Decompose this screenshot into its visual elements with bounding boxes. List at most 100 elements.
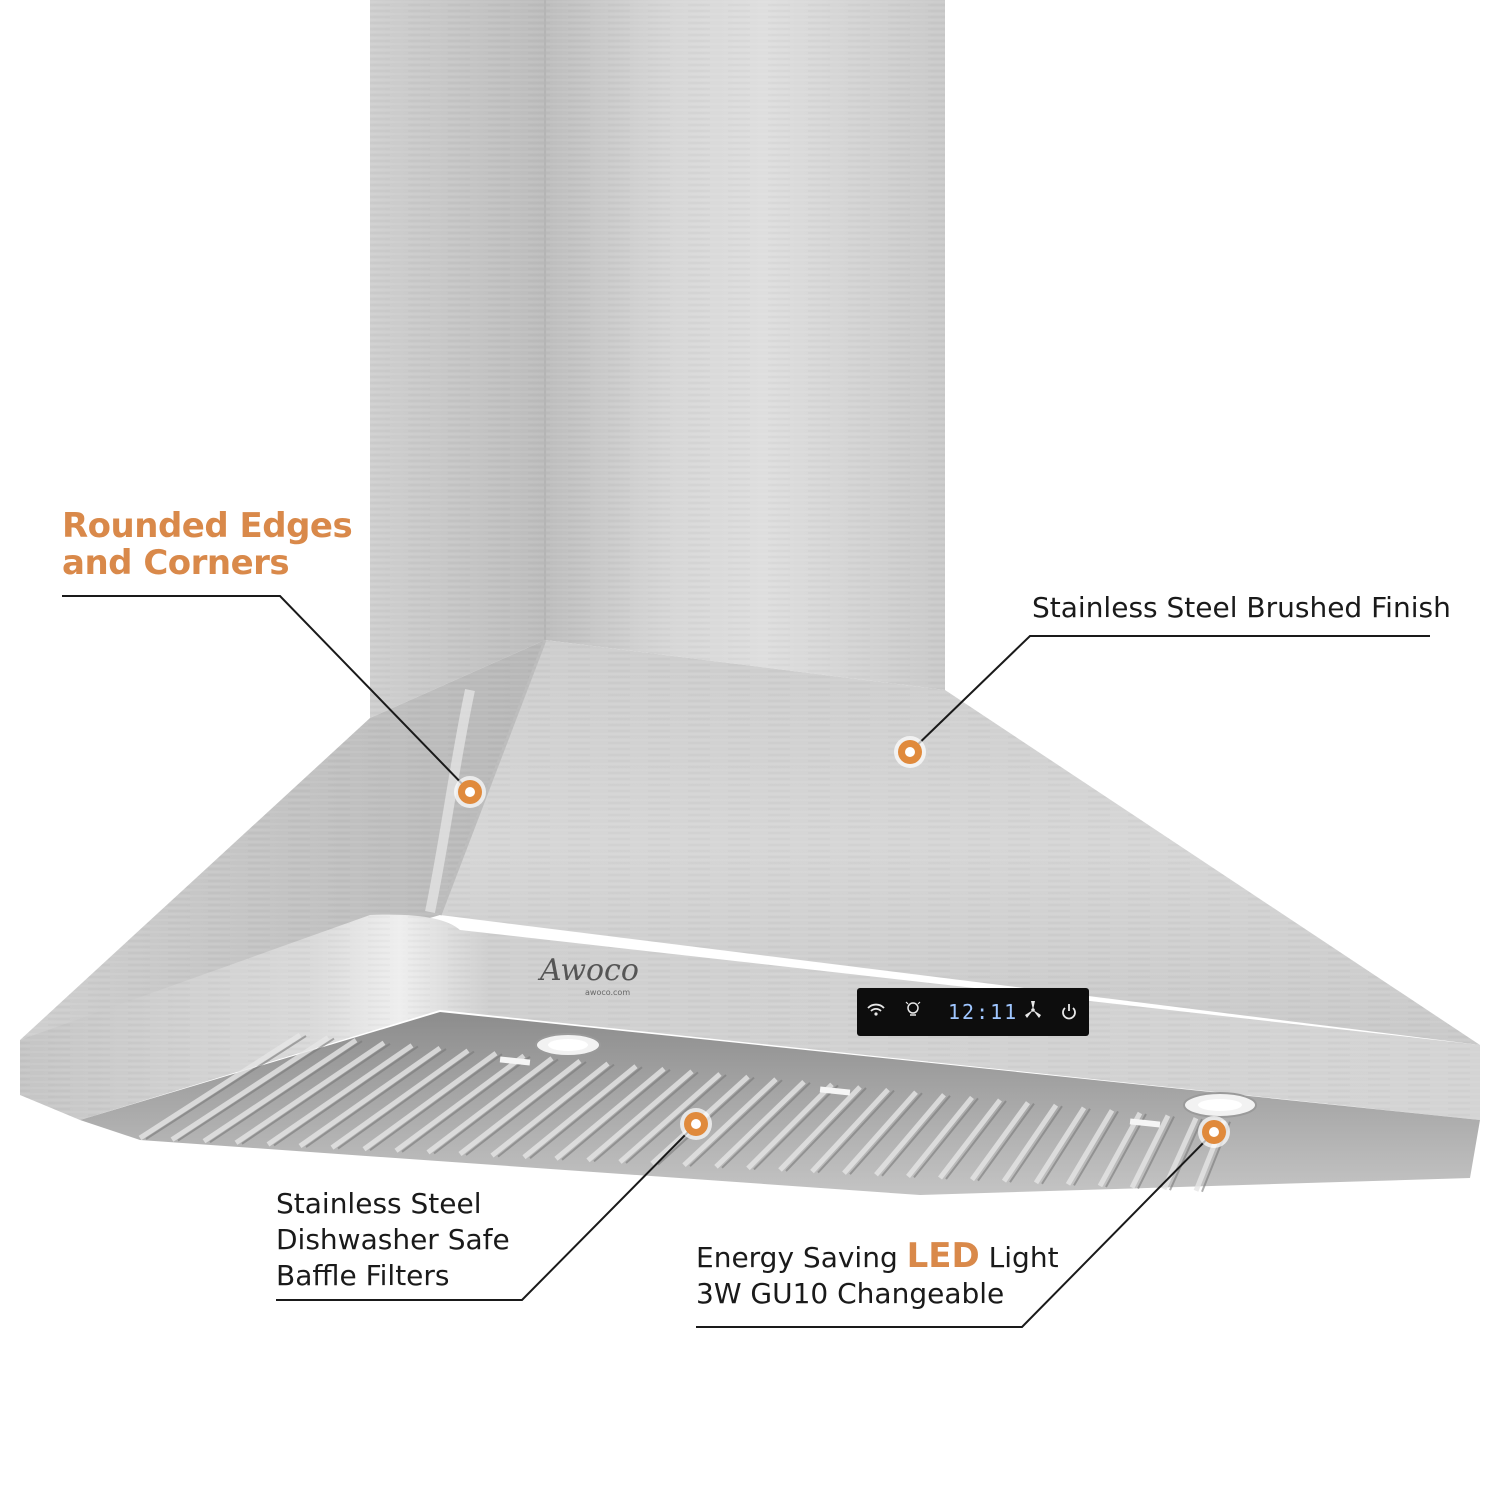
baffle-marker: [680, 1108, 712, 1140]
baffle-slat: [298, 1045, 442, 1149]
baffle-slat: [746, 1082, 834, 1171]
baffle-slat-shadow: [977, 1103, 1035, 1182]
baffle-slat-shadow: [1041, 1108, 1091, 1185]
baffle-slat-shadow: [1105, 1113, 1147, 1188]
baffle-slat-shadow: [529, 1066, 643, 1159]
baffle-slat-shadow: [1009, 1105, 1063, 1183]
callout-rounded-edges: Rounded Edges and Corners: [62, 508, 353, 583]
brand-logo: Awoco awoco.com: [537, 953, 639, 997]
baffle-slat-shadow: [401, 1055, 531, 1153]
callout-rounded-line2: and Corners: [62, 543, 290, 583]
front-band: [20, 914, 1480, 1120]
baffle-slat: [458, 1059, 582, 1156]
callout-led-prefix: Energy Saving: [696, 1241, 907, 1274]
callout-dots: [454, 736, 1230, 1148]
baffle-leader: [276, 1123, 697, 1301]
baffle-slat: [522, 1064, 638, 1160]
baffle-slat: [394, 1053, 526, 1153]
baffle-slat: [266, 1043, 414, 1147]
time-display: 12:11: [948, 1000, 1018, 1024]
baffle-slat: [426, 1056, 554, 1155]
baffle-slat-shadow: [689, 1079, 783, 1167]
baffle-slat: [618, 1072, 722, 1164]
baffle-slat-shadow: [1137, 1116, 1175, 1190]
callout-baffle-line1: Stainless Steel: [276, 1187, 482, 1220]
baffle-slat: [1065, 1109, 1115, 1186]
wifi-icon[interactable]: [867, 1003, 885, 1016]
baffle-slat-shadow: [625, 1074, 727, 1164]
baffle-slat: [682, 1077, 778, 1168]
baffle-slat: [490, 1061, 610, 1158]
baffle-slat-shadow: [177, 1037, 335, 1142]
baffle-slat-shadow: [945, 1100, 1007, 1180]
svg-text:awoco.com: awoco.com: [585, 988, 630, 997]
control-panel: 12:11: [857, 988, 1089, 1036]
power-icon[interactable]: [1062, 1004, 1076, 1020]
chimney: [370, 0, 945, 718]
callout-lines: [62, 595, 1430, 1328]
baffle-slat-shadow: [145, 1035, 307, 1140]
callout-brushed-text: Stainless Steel Brushed Finish: [1032, 591, 1451, 624]
baffle-slat-shadow: [817, 1089, 895, 1174]
callout-led-line1: Energy Saving LED Light: [696, 1238, 1059, 1276]
baffle-slat-shadow: [753, 1084, 839, 1171]
light-bulb-icon[interactable]: [905, 1001, 921, 1016]
baffle-slat: [714, 1080, 806, 1169]
brushed-finish-leader: [909, 635, 1430, 753]
baffle-slat-shadow: [273, 1045, 419, 1147]
baffle-slat: [874, 1093, 946, 1177]
baffle-slat: [330, 1048, 470, 1150]
baffle-slat: [810, 1087, 890, 1174]
fan-icon[interactable]: [1025, 1001, 1041, 1018]
baffle-slat: [842, 1090, 918, 1175]
led-lights: [499, 1033, 1257, 1128]
callout-brushed-finish: Stainless Steel Brushed Finish: [1032, 590, 1451, 626]
baffle-slat-shadow: [433, 1058, 559, 1155]
callout-baffle-line3: Baffle Filters: [276, 1259, 450, 1292]
baffle-slat: [938, 1098, 1002, 1180]
baffle-slat-shadow: [209, 1040, 363, 1144]
baffle-slat-shadow: [785, 1087, 867, 1172]
baffle-slat: [234, 1040, 386, 1145]
rounded-edges-marker: [454, 776, 486, 808]
baffle-slat: [1097, 1111, 1143, 1188]
baffle-slat-shadow: [1073, 1110, 1119, 1186]
callout-led-suffix: Light: [979, 1241, 1059, 1274]
baffle-slat-shadow: [305, 1048, 447, 1148]
baffle-slat-shadow: [337, 1050, 475, 1150]
led-leader: [696, 1131, 1215, 1328]
baffle-slat-shadow: [721, 1082, 811, 1169]
baffle-slat-shadow: [881, 1095, 951, 1177]
callout-baffle-filters: Stainless Steel Dishwasher Safe Baffle F…: [276, 1186, 510, 1294]
baffle-slat: [586, 1069, 694, 1163]
svg-text:Awoco: Awoco: [537, 953, 639, 988]
baffle-slat: [170, 1035, 330, 1142]
baffle-slat-shadow: [593, 1071, 699, 1163]
baffle-slat-shadow: [1169, 1118, 1203, 1191]
callout-led-accent: LED: [906, 1236, 980, 1276]
baffle-slat: [1129, 1114, 1171, 1189]
callout-led-light: Energy Saving LED Light 3W GU10 Changeab…: [696, 1238, 1059, 1312]
callout-led-line2: 3W GU10 Changeable: [696, 1277, 1005, 1310]
baffle-slat: [906, 1095, 974, 1178]
baffle-slat: [969, 1101, 1031, 1182]
baffle-slat-shadow: [849, 1092, 923, 1175]
baffle-slat-shadow: [241, 1042, 391, 1145]
led-marker: [1198, 1116, 1230, 1148]
baffle-slat-shadow: [913, 1097, 979, 1179]
baffle-slat-shadow: [497, 1063, 615, 1158]
baffle-filters: [80, 1012, 1480, 1195]
baffle-slat-shadow: [465, 1061, 587, 1156]
baffle-slat-shadow: [369, 1053, 503, 1152]
brushed-finish-marker: [894, 736, 926, 768]
baffle-slat-shadow: [561, 1069, 671, 1161]
baffle-slat: [362, 1051, 498, 1152]
callout-baffle-line2: Dishwasher Safe: [276, 1223, 510, 1256]
canopy: [20, 639, 1480, 1045]
baffle-slat: [554, 1066, 666, 1161]
baffle-slat: [202, 1038, 358, 1144]
rounded-edges-leader: [62, 595, 471, 793]
baffle-slat: [1001, 1103, 1059, 1183]
baffle-slat: [138, 1032, 302, 1141]
